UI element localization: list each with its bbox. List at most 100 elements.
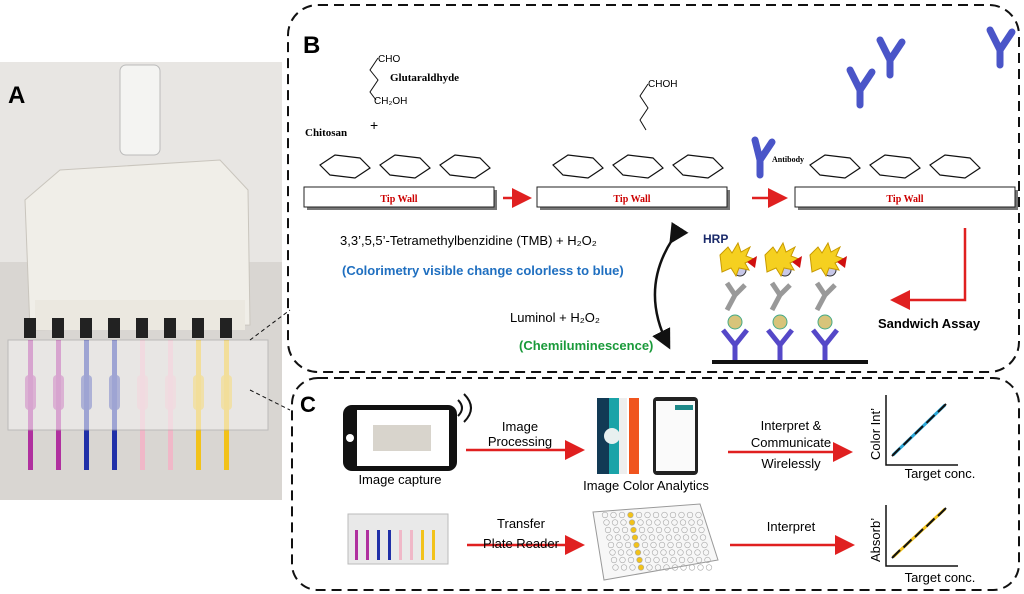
interpret-label-3: Wirelessly bbox=[761, 456, 821, 471]
capture-antibody bbox=[811, 328, 839, 360]
well bbox=[611, 519, 619, 526]
well bbox=[678, 511, 685, 519]
tip-cap bbox=[164, 318, 176, 338]
antibody bbox=[876, 36, 906, 79]
panel-label-b: B bbox=[303, 32, 320, 59]
ch2oh-label: CH₂OH bbox=[374, 96, 407, 107]
well bbox=[643, 549, 650, 556]
transfer-label-2: Plate Reader bbox=[483, 536, 560, 551]
well bbox=[627, 511, 634, 519]
tip bbox=[366, 530, 369, 560]
sugar-ring bbox=[929, 154, 981, 179]
chemiluminescence-text: (Chemiluminescence) bbox=[519, 338, 653, 353]
interpret-label: Interpret bbox=[767, 519, 816, 534]
well bbox=[663, 564, 670, 571]
hrp-burst bbox=[719, 241, 756, 278]
sugar-ring bbox=[439, 154, 491, 179]
detection-antibody bbox=[769, 281, 792, 312]
tip-wall-2: Tip Wall bbox=[536, 186, 730, 210]
tick-mark bbox=[925, 517, 936, 528]
well bbox=[702, 549, 710, 556]
panel-label-c: C bbox=[300, 392, 316, 417]
well bbox=[698, 526, 705, 534]
immobilized-antibodies bbox=[846, 26, 1016, 109]
plus-sign: + bbox=[370, 117, 378, 133]
tick-mark bbox=[902, 436, 913, 446]
image-processing-label-1: Image bbox=[502, 419, 538, 434]
sugar-ring bbox=[809, 154, 861, 179]
well bbox=[704, 556, 711, 564]
well bbox=[675, 541, 683, 549]
tick-mark bbox=[925, 414, 936, 424]
streptavidin bbox=[837, 256, 847, 268]
well bbox=[610, 511, 617, 519]
well bbox=[692, 541, 700, 549]
target-conc-label-2: Target conc. bbox=[905, 570, 976, 585]
hrp-burst bbox=[809, 241, 846, 278]
well bbox=[647, 526, 654, 534]
well bbox=[619, 556, 626, 564]
smartphone-icon bbox=[343, 405, 457, 471]
well bbox=[687, 556, 694, 564]
well bbox=[688, 519, 695, 526]
tick-mark bbox=[937, 403, 947, 413]
well bbox=[621, 526, 629, 534]
tip-cap bbox=[220, 318, 232, 338]
sugar-ring bbox=[319, 154, 371, 179]
well bbox=[679, 519, 687, 526]
well bbox=[686, 511, 694, 519]
well bbox=[680, 564, 687, 571]
tick-mark bbox=[914, 528, 924, 538]
well bbox=[654, 564, 662, 571]
detection-antibody bbox=[724, 281, 747, 312]
well bbox=[652, 511, 660, 519]
tip-cap bbox=[80, 318, 92, 338]
app-screenshots bbox=[597, 397, 698, 475]
streptavidin bbox=[792, 256, 802, 268]
well bbox=[641, 541, 649, 549]
tick-mark bbox=[937, 507, 947, 517]
well bbox=[629, 564, 636, 571]
glutaraldehyde-structure bbox=[369, 57, 379, 101]
well bbox=[644, 556, 652, 564]
well bbox=[614, 534, 622, 541]
well bbox=[620, 564, 628, 571]
color-int-label: Color Int’ bbox=[868, 408, 883, 460]
capture-antibody bbox=[766, 328, 794, 360]
well bbox=[640, 534, 647, 541]
well bbox=[626, 549, 633, 556]
hrp-burst bbox=[764, 241, 801, 278]
tick-mark bbox=[891, 447, 901, 457]
choh-label: CHOH bbox=[648, 79, 677, 90]
tip-cap bbox=[24, 318, 36, 338]
well bbox=[694, 549, 701, 556]
antibody-icon bbox=[751, 136, 776, 179]
tmb-text: 3,3’,5,5’-Tetramethylbenzidine (TMB) + H… bbox=[340, 233, 597, 248]
well bbox=[681, 526, 688, 534]
well bbox=[674, 534, 681, 541]
tick-mark bbox=[891, 549, 901, 559]
tip-cap bbox=[136, 318, 148, 338]
antigen bbox=[727, 314, 743, 330]
well bbox=[618, 511, 626, 519]
sandwich-assay-diagram bbox=[712, 241, 868, 364]
panel-label-a: A bbox=[8, 82, 25, 109]
well-plate bbox=[592, 503, 719, 581]
tip bbox=[410, 530, 413, 560]
well bbox=[648, 534, 656, 541]
well bbox=[669, 511, 677, 519]
panel-b-frame bbox=[287, 4, 1020, 373]
glutaraldehyde-label: Glutaraldhyde bbox=[390, 72, 459, 84]
detection-antibody bbox=[814, 281, 837, 312]
well bbox=[644, 511, 651, 519]
hrp-label: HRP bbox=[703, 232, 728, 246]
well bbox=[660, 549, 667, 556]
svg-text:Tip Wall: Tip Wall bbox=[613, 194, 650, 205]
well bbox=[684, 541, 691, 549]
well bbox=[695, 511, 702, 519]
well bbox=[603, 519, 610, 526]
well bbox=[657, 534, 664, 541]
reaction-arrow bbox=[652, 221, 689, 350]
well bbox=[616, 541, 623, 549]
